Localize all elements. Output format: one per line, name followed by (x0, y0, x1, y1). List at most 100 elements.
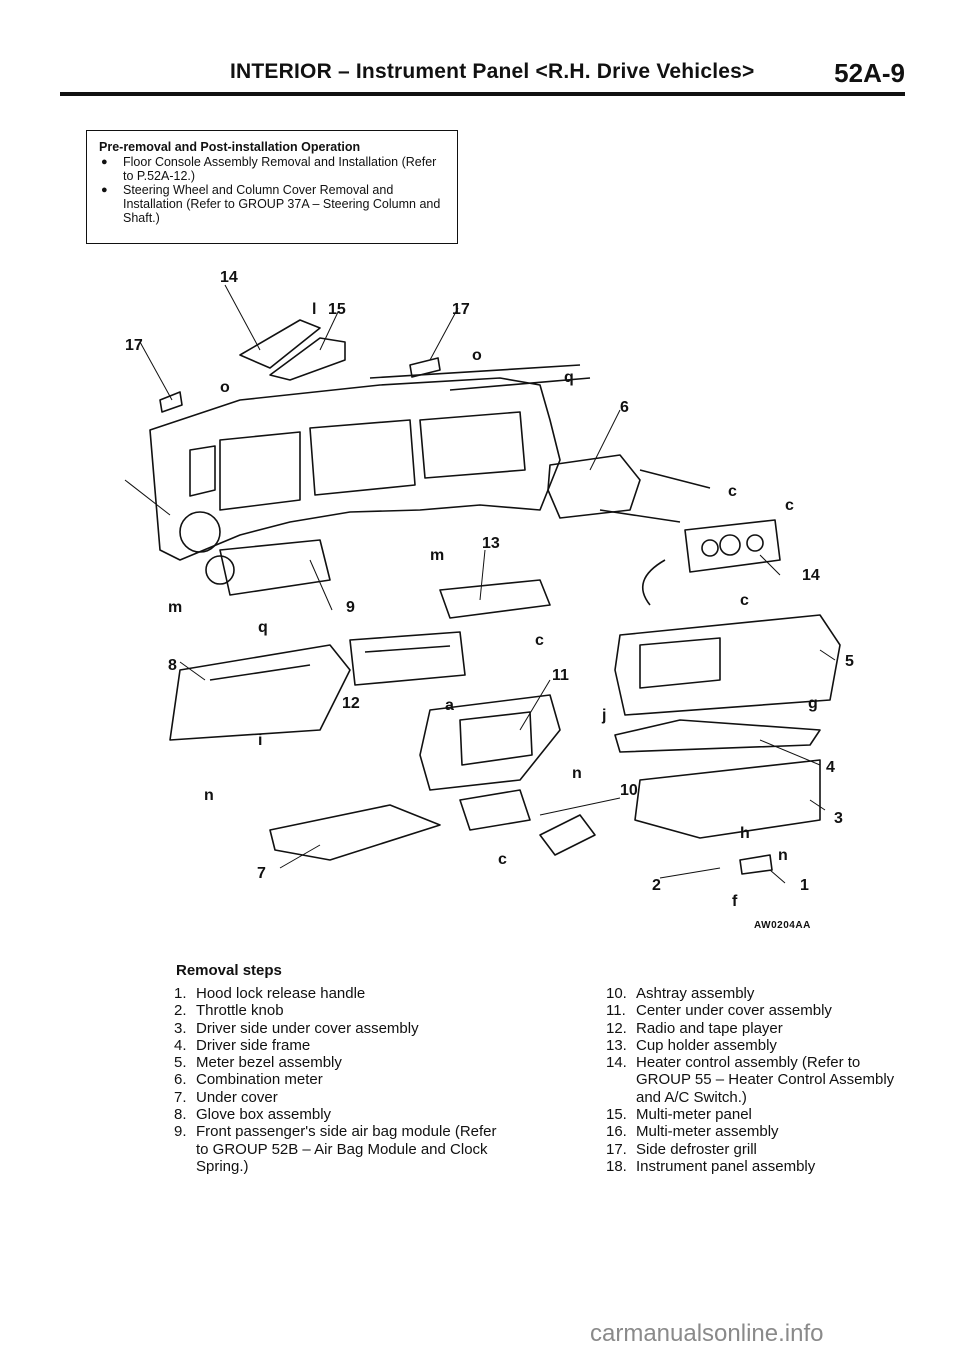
removal-step: 3.Driver side under cover assembly (174, 1020, 504, 1037)
step-text: Center under cover assembly (636, 1002, 832, 1020)
removal-step: 6.Combination meter (174, 1071, 504, 1088)
removal-step: 18. Instrument panel assembly (606, 1158, 906, 1175)
step-text: Meter bezel assembly (196, 1054, 342, 1072)
step-text: Side defroster grill (636, 1140, 757, 1158)
callout-label: m (168, 599, 182, 616)
removal-step: 5. Meter bezel assembly (174, 1054, 504, 1071)
removal-step: 17. Side defroster grill (606, 1141, 906, 1158)
callout-label: 2 (652, 877, 661, 894)
step-number: 4. (174, 1036, 187, 1054)
step-text: Radio and tape player (636, 1019, 783, 1037)
step-text: Glove box assembly (196, 1106, 332, 1124)
callout-label: q (258, 619, 268, 636)
removal-step: 10. Ashtray assembly (606, 985, 906, 1002)
bullet-icon: ● (101, 184, 108, 196)
site-watermark[interactable]: carmanualsonline.info (590, 1320, 824, 1347)
step-number: 15. (606, 1106, 627, 1124)
step-text: Cup holder assembly (636, 1036, 777, 1054)
callout-label: 6 (620, 399, 629, 416)
callout-label: 12 (342, 695, 360, 712)
step-text: Ashtray assembly (636, 985, 755, 1002)
callout-label: 3 (834, 810, 843, 827)
page-number: 52A-9 (834, 58, 905, 88)
instrument-panel-shape (149, 377, 561, 561)
callout-label: 14 (220, 269, 238, 286)
callout-label: c (728, 483, 737, 500)
removal-step: 8. Glove box assembly (174, 1106, 504, 1123)
callout-label: 17 (452, 301, 470, 318)
step-text: Driver side under cover assembly (196, 1019, 419, 1037)
callout-label: 14 (802, 567, 820, 584)
step-number: 16. (606, 1123, 627, 1141)
removal-steps-title: Removal steps (176, 962, 282, 979)
step-text: Driver side frame (196, 1036, 311, 1054)
step-text: Instrument panel assembly (636, 1157, 816, 1175)
removal-step: 1. Hood lock release handle (174, 985, 504, 1002)
step-number: 6. (174, 1071, 187, 1089)
step-text: Multi-meter panel (636, 1106, 752, 1124)
callout-label: o (220, 379, 230, 396)
page-header: INTERIOR – Instrument Panel <R.H. Drive … (60, 58, 905, 92)
callout-label: n (204, 787, 214, 804)
step-number: 14. (606, 1054, 627, 1072)
step-number: 8. (174, 1106, 187, 1124)
callout-label: n (572, 765, 582, 782)
callout-label: a (445, 697, 454, 714)
callout-label: j (601, 707, 606, 724)
removal-step: 15. Multi-meter panel (606, 1106, 906, 1123)
removal-step: 16. Multi-meter assembly (606, 1123, 906, 1140)
header-rule (60, 92, 905, 96)
step-number: 10. (606, 985, 627, 1002)
step-number: 17. (606, 1140, 627, 1158)
callout-label: 7 (257, 865, 266, 882)
step-text: Hood lock release handle (196, 985, 366, 1002)
callout-label: 8 (168, 657, 177, 674)
pre-removal-title: Pre-removal and Post-installation Operat… (99, 140, 361, 154)
callout-label: 4 (826, 759, 835, 776)
step-number: 18. (606, 1157, 627, 1175)
pre-removal-item: ● Floor Console Assembly Removal and Ins… (99, 155, 447, 183)
callout-label: l (312, 301, 316, 318)
step-number: 5. (174, 1054, 187, 1072)
step-text: Throttle knob (196, 1002, 284, 1020)
callout-label: 10 (620, 782, 638, 799)
callout-label: c (498, 851, 507, 868)
removal-step: 4. Driver side frame (174, 1037, 504, 1054)
exploded-view-diagram: 14 l 15 17 17 o o q 6 1 8 c c m 13 14 9 m… (120, 260, 880, 940)
removal-step: 2. Throttle knob (174, 1002, 504, 1019)
callout-label: g (808, 695, 818, 712)
callout-label: 9 (346, 599, 355, 616)
callout-label: o (472, 347, 482, 364)
step-text: Heater control assembly (Refer to GROUP … (636, 1054, 895, 1106)
callout-label: i (258, 732, 262, 749)
removal-step: 14. Heater control assembly (Refer to GRO… (606, 1054, 906, 1106)
removal-steps-right: 10. Ashtray assembly 11. Center under cove… (606, 985, 906, 1175)
removal-step: 7.Under cover (174, 1089, 504, 1106)
callout-label: 17 (125, 337, 143, 354)
callout-label: q (564, 369, 574, 386)
step-text: Front passenger's side air bag module (R… (196, 1123, 497, 1175)
step-number: 9. (174, 1123, 187, 1141)
callout-label: m (430, 547, 444, 564)
callout-label: f (732, 893, 738, 910)
callout-label: c (535, 632, 544, 649)
bullet-icon: ● (101, 156, 108, 168)
removal-step: 11. Center under cover assembly (606, 1002, 906, 1019)
pre-removal-item: ● Steering Wheel and Column Cover Remova… (99, 183, 447, 225)
callout-label: 1 (800, 877, 809, 894)
removal-step: 12. Radio and tape player (606, 1020, 906, 1037)
callout-label: 11 (552, 667, 569, 684)
step-number: 12. (606, 1019, 627, 1037)
step-number: 2. (174, 1002, 187, 1020)
step-text: Under cover (196, 1088, 278, 1106)
pre-removal-box: Pre-removal and Post-installation Operat… (86, 130, 458, 244)
page-title: INTERIOR – Instrument Panel <R.H. Drive … (230, 60, 755, 83)
step-text: Multi-meter assembly (636, 1123, 779, 1141)
step-number: 11. (606, 1002, 626, 1020)
callout-label: 13 (482, 535, 500, 552)
figure-code: AW0204AA (754, 920, 811, 931)
diagram-svg: 14 l 15 17 17 o o q 6 1 8 c c m 13 14 9 m… (124, 269, 854, 910)
callout-label: 15 (328, 301, 346, 318)
callout-label: 5 (845, 653, 854, 670)
step-number: 1. (174, 985, 187, 1002)
